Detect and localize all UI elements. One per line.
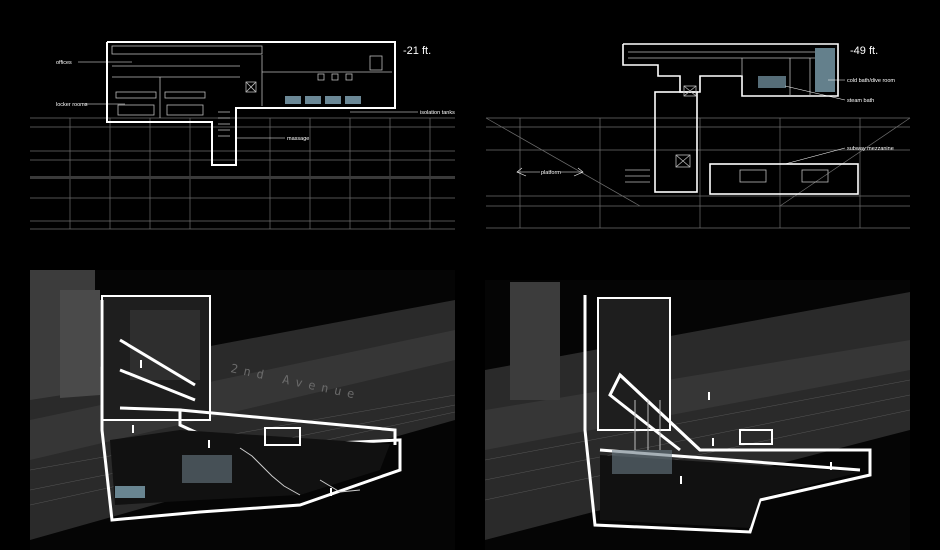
- section-right-adjacent-building: [510, 282, 560, 400]
- section-right: [484, 280, 911, 550]
- section-left: 2nd Avenue: [29, 270, 456, 550]
- plan-upper-interior: [111, 45, 392, 137]
- plan-upper-track-grid: [30, 117, 455, 230]
- plan-lower-leaders: [516, 79, 846, 177]
- section-right-tower: [597, 297, 671, 431]
- label-massage: massage: [287, 136, 309, 142]
- plan-lower-steam-bath: [758, 76, 786, 88]
- label-platform: platform: [541, 170, 561, 176]
- section-right-ground-lines: [484, 379, 911, 501]
- plan-lower-walls: [622, 43, 859, 195]
- plan-lower-cold-bath-pool: [815, 48, 835, 92]
- label-cold-bath: cold bath/dive room: [847, 78, 895, 84]
- section-left-stairs: [239, 447, 361, 496]
- plan-lower-level: -49 ft. cold bath/dive room steam bath s…: [485, 43, 911, 229]
- label-isolation-tanks: isolation tanks: [420, 110, 455, 116]
- plan-upper-rail-band: [30, 176, 455, 179]
- plan-lower-track-grid: [485, 117, 911, 229]
- section-right-figures: [680, 392, 832, 484]
- plan-upper-level: -21 ft. offices locker rooms isolation t…: [30, 41, 455, 230]
- section-left-isolation-tank: [182, 455, 232, 483]
- plan-upper-walls: [106, 41, 396, 166]
- label-steam-bath: steam bath: [847, 98, 874, 104]
- label-subway-mezzanine: subway mezzanine: [847, 146, 894, 152]
- plan-lower-interior: [625, 51, 829, 183]
- plan-upper-isolation-tanks: [285, 96, 361, 104]
- section-right-cold-bath: [612, 450, 672, 474]
- plan-upper-level-tag: -21 ft.: [403, 45, 431, 57]
- plan-lower-level-tag: -49 ft.: [850, 45, 878, 57]
- label-locker-rooms: locker rooms: [56, 102, 88, 108]
- section-left-section-cut: [100, 300, 402, 522]
- section-right-columns: [634, 400, 661, 450]
- label-offices: offices: [56, 60, 72, 66]
- plan-upper-leaders: [78, 61, 418, 139]
- section-left-figures: [132, 360, 332, 496]
